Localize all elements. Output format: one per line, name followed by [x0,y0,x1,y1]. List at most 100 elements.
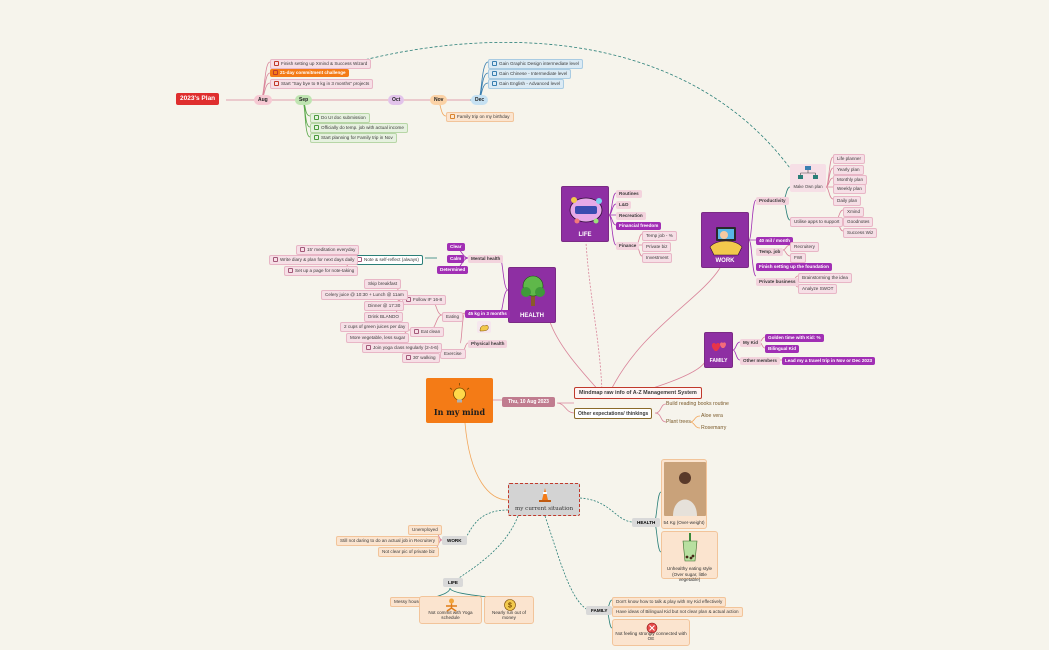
aug-item[interactable]: Start "Say bye to 9 kg in 3 months" proj… [270,79,374,89]
finance-item[interactable]: Investment [642,253,673,263]
month-oct[interactable]: Oct [388,95,405,105]
eat-clean-item[interactable]: 2 cups of green juices per day [340,322,410,332]
family-my-kid[interactable]: My Kid [740,339,762,347]
finance-item[interactable]: Private biz [642,242,672,252]
plant-trees[interactable]: Plant trees [666,419,691,425]
aug-item[interactable]: Finish setting up Xmind & Success Wizard [270,59,372,69]
follow-item[interactable]: Drink BLANDO [364,312,403,322]
temp-job-item[interactable]: FWI [790,253,807,263]
app-item[interactable]: Success Wiz [843,228,878,238]
work-private-business[interactable]: Private business [756,278,799,286]
dec-item[interactable]: Gain English - Advanced level [488,79,565,89]
life-topic[interactable]: LIFE [561,186,609,242]
situation-life[interactable]: LIFE [443,578,463,587]
other-expectations-topic[interactable]: Other expectations/ thinkings [574,408,653,419]
temp-job-item[interactable]: Recruitery [790,242,819,252]
note-item[interactable]: Set up a page for note-taking [284,266,359,276]
work-foundation[interactable]: Finish setting up the foundation [756,263,832,271]
mental-health[interactable]: Mental health [468,255,504,263]
situation-money-card[interactable]: $ Nearly run out of money [484,596,534,624]
work-income-goal[interactable]: 40 mil / month [756,237,793,245]
situation-health[interactable]: HEALTH [632,518,661,527]
rosemary[interactable]: Rosemarry [701,425,727,431]
follow-item[interactable]: Celery juice @ 10:30 + Lunch @ 11am [321,290,408,300]
trait-determined[interactable]: Determined [437,266,469,274]
life-financial-freedom[interactable]: Financial freedom [616,222,662,230]
month-nov[interactable]: Nov [430,95,448,105]
central-topic[interactable]: In my mind [426,378,493,423]
follow-item[interactable]: Dinner @ 17:30 [364,301,405,311]
plan-item[interactable]: Weekly plan [833,184,866,194]
trait-calm[interactable]: Calm [447,255,465,263]
finance-item[interactable]: Temp job - % [642,231,677,241]
life-routines[interactable]: Routines [616,190,642,198]
situation-family-item[interactable]: Don't know how to talk & play with my Ki… [612,597,727,607]
exercise-item[interactable]: Join yoga class regularly (2-4-6) [362,343,443,353]
private-business-item[interactable]: Brainstorming the idea [798,273,852,283]
situation-work[interactable]: WORK [442,536,467,545]
hearts-icon [711,342,726,351]
situation-family-item[interactable]: Have ideas of Bilingual Kid but not clea… [612,607,743,617]
situation-work-item[interactable]: Unemployed [408,525,442,535]
family-other-members[interactable]: Other members [740,357,780,365]
family-trip[interactable]: Lead my a travel trip in Nov or Dec 2023 [782,357,876,365]
situation-work-item[interactable]: Not clear pic of private biz [378,547,439,557]
month-sep[interactable]: Sep [295,95,313,105]
central-title: In my mind [433,407,486,417]
situation-work-item[interactable]: Still not daring to do an actual job in … [336,536,439,546]
make-own-plan-node[interactable]: Make Own plan [790,164,826,192]
utilise-apps[interactable]: Utilise apps to support [790,217,844,227]
weight-target[interactable]: 45 kg in 3 months [465,310,510,318]
eating[interactable]: Eating [442,312,464,322]
health-topic[interactable]: HEALTH [508,267,556,323]
situation-eating-card[interactable]: Unhealthy eating style (Over sugar, litt… [661,531,718,582]
exercise-item[interactable]: 30' walking [402,353,440,363]
exercise[interactable]: Exercise [440,349,466,359]
plan-item[interactable]: Daily plan [833,196,862,206]
plan-title[interactable]: 2023's Plan [176,93,220,105]
reading-routine[interactable]: Build reading books routine [666,401,729,407]
nov-item[interactable]: Family trip on my birthday [446,112,514,122]
sep-item[interactable]: Officially do temp. job with actual inco… [310,123,408,133]
aug-item-challenge[interactable]: 21-day commitment challenge [270,69,349,77]
kid-item[interactable]: Golden time with Kid: % [765,334,824,342]
physical-health[interactable]: Physical health [468,340,508,348]
family-topic[interactable]: FAMILY [704,332,733,368]
note-self-reflect[interactable]: Note & self-reflect (always) [353,255,423,265]
work-topic[interactable]: WORK [701,212,749,268]
work-temp-job[interactable]: Temp. job [756,248,784,256]
dec-item[interactable]: Gain Chinese - Intermediate level [488,69,572,79]
sep-item[interactable]: Do UI doc submission [310,113,370,123]
eat-clean-item[interactable]: More vegetable, less sugar [346,333,410,343]
private-business-item[interactable]: Analyze SWOT [798,284,838,294]
plan-item[interactable]: Yearly plan [833,165,864,175]
app-item[interactable]: Xmind [843,207,865,217]
sep-item[interactable]: Start planning for Family trip in Nov [310,133,397,143]
situation-family[interactable]: FAMILY [586,606,613,615]
plan-item[interactable]: Life planner [833,154,866,164]
month-aug[interactable]: Aug [254,95,272,105]
kid-item[interactable]: Bilingual Kid [765,345,800,353]
app-item[interactable]: Goodnotes [843,217,874,227]
situation-weight-card[interactable]: 54 Kg (Over-weight) [661,459,707,529]
current-situation-topic[interactable]: my current situation [508,483,580,516]
coin-icon: $ [504,599,516,611]
mindmap-raw-info-topic[interactable]: Mindmap raw info of A-Z Management Syste… [574,387,702,399]
follow-item[interactable]: Skip breakfast [364,279,402,289]
follow-if[interactable]: Follow IF 16-8 [402,295,447,305]
note-item[interactable]: 15' meditation everyday [296,245,360,255]
bubble-tea-icon [682,533,698,562]
dec-item[interactable]: Gain Graphic Design intermediate level [488,59,583,69]
month-dec[interactable]: Dec [471,95,489,105]
work-productivity[interactable]: Productivity [756,197,789,205]
aloe-vera[interactable]: Aloe vera [701,413,723,419]
situation-connection-card[interactable]: Not feeling strongly connected with OE [612,619,690,646]
trait-clear[interactable]: Clear [447,243,465,251]
life-lnd[interactable]: L&D [616,201,632,209]
note-item[interactable]: Write diary & plan for next days daily [269,255,359,265]
eat-clean[interactable]: Eat clean [410,327,445,337]
life-finance[interactable]: Finance [616,242,640,250]
life-recreation[interactable]: Recreation [616,212,646,220]
situation-eating: Unhealthy eating style [666,566,713,571]
situation-yoga-card[interactable]: Not commit with Yoga schedule [419,596,482,624]
